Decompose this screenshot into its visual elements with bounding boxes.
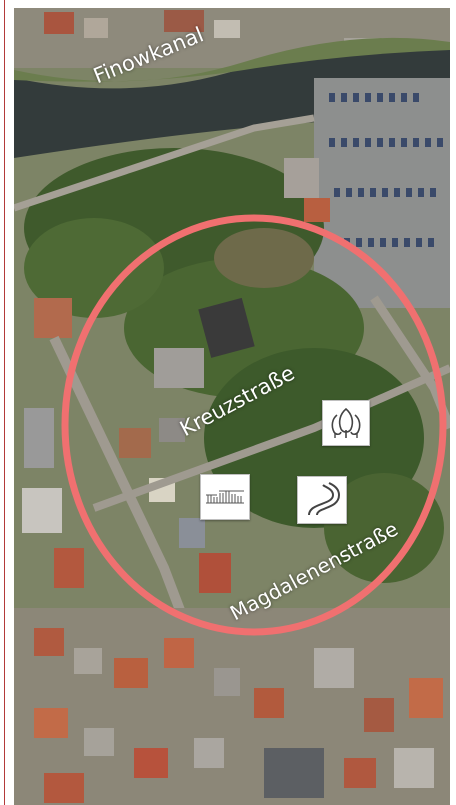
map-imagery [14,8,450,805]
frame-border [4,0,5,805]
highlight-circle [61,214,447,636]
trees-marker[interactable] [322,400,370,446]
tree-group-icon [331,407,361,438]
aerial-map[interactable]: Finowkanal Kreuzstraße Magdalenenstraße [14,8,450,805]
winding-road-icon [308,482,341,516]
road-marker[interactable] [297,476,347,524]
building-marker[interactable] [200,474,250,520]
facade-icon [206,490,244,504]
